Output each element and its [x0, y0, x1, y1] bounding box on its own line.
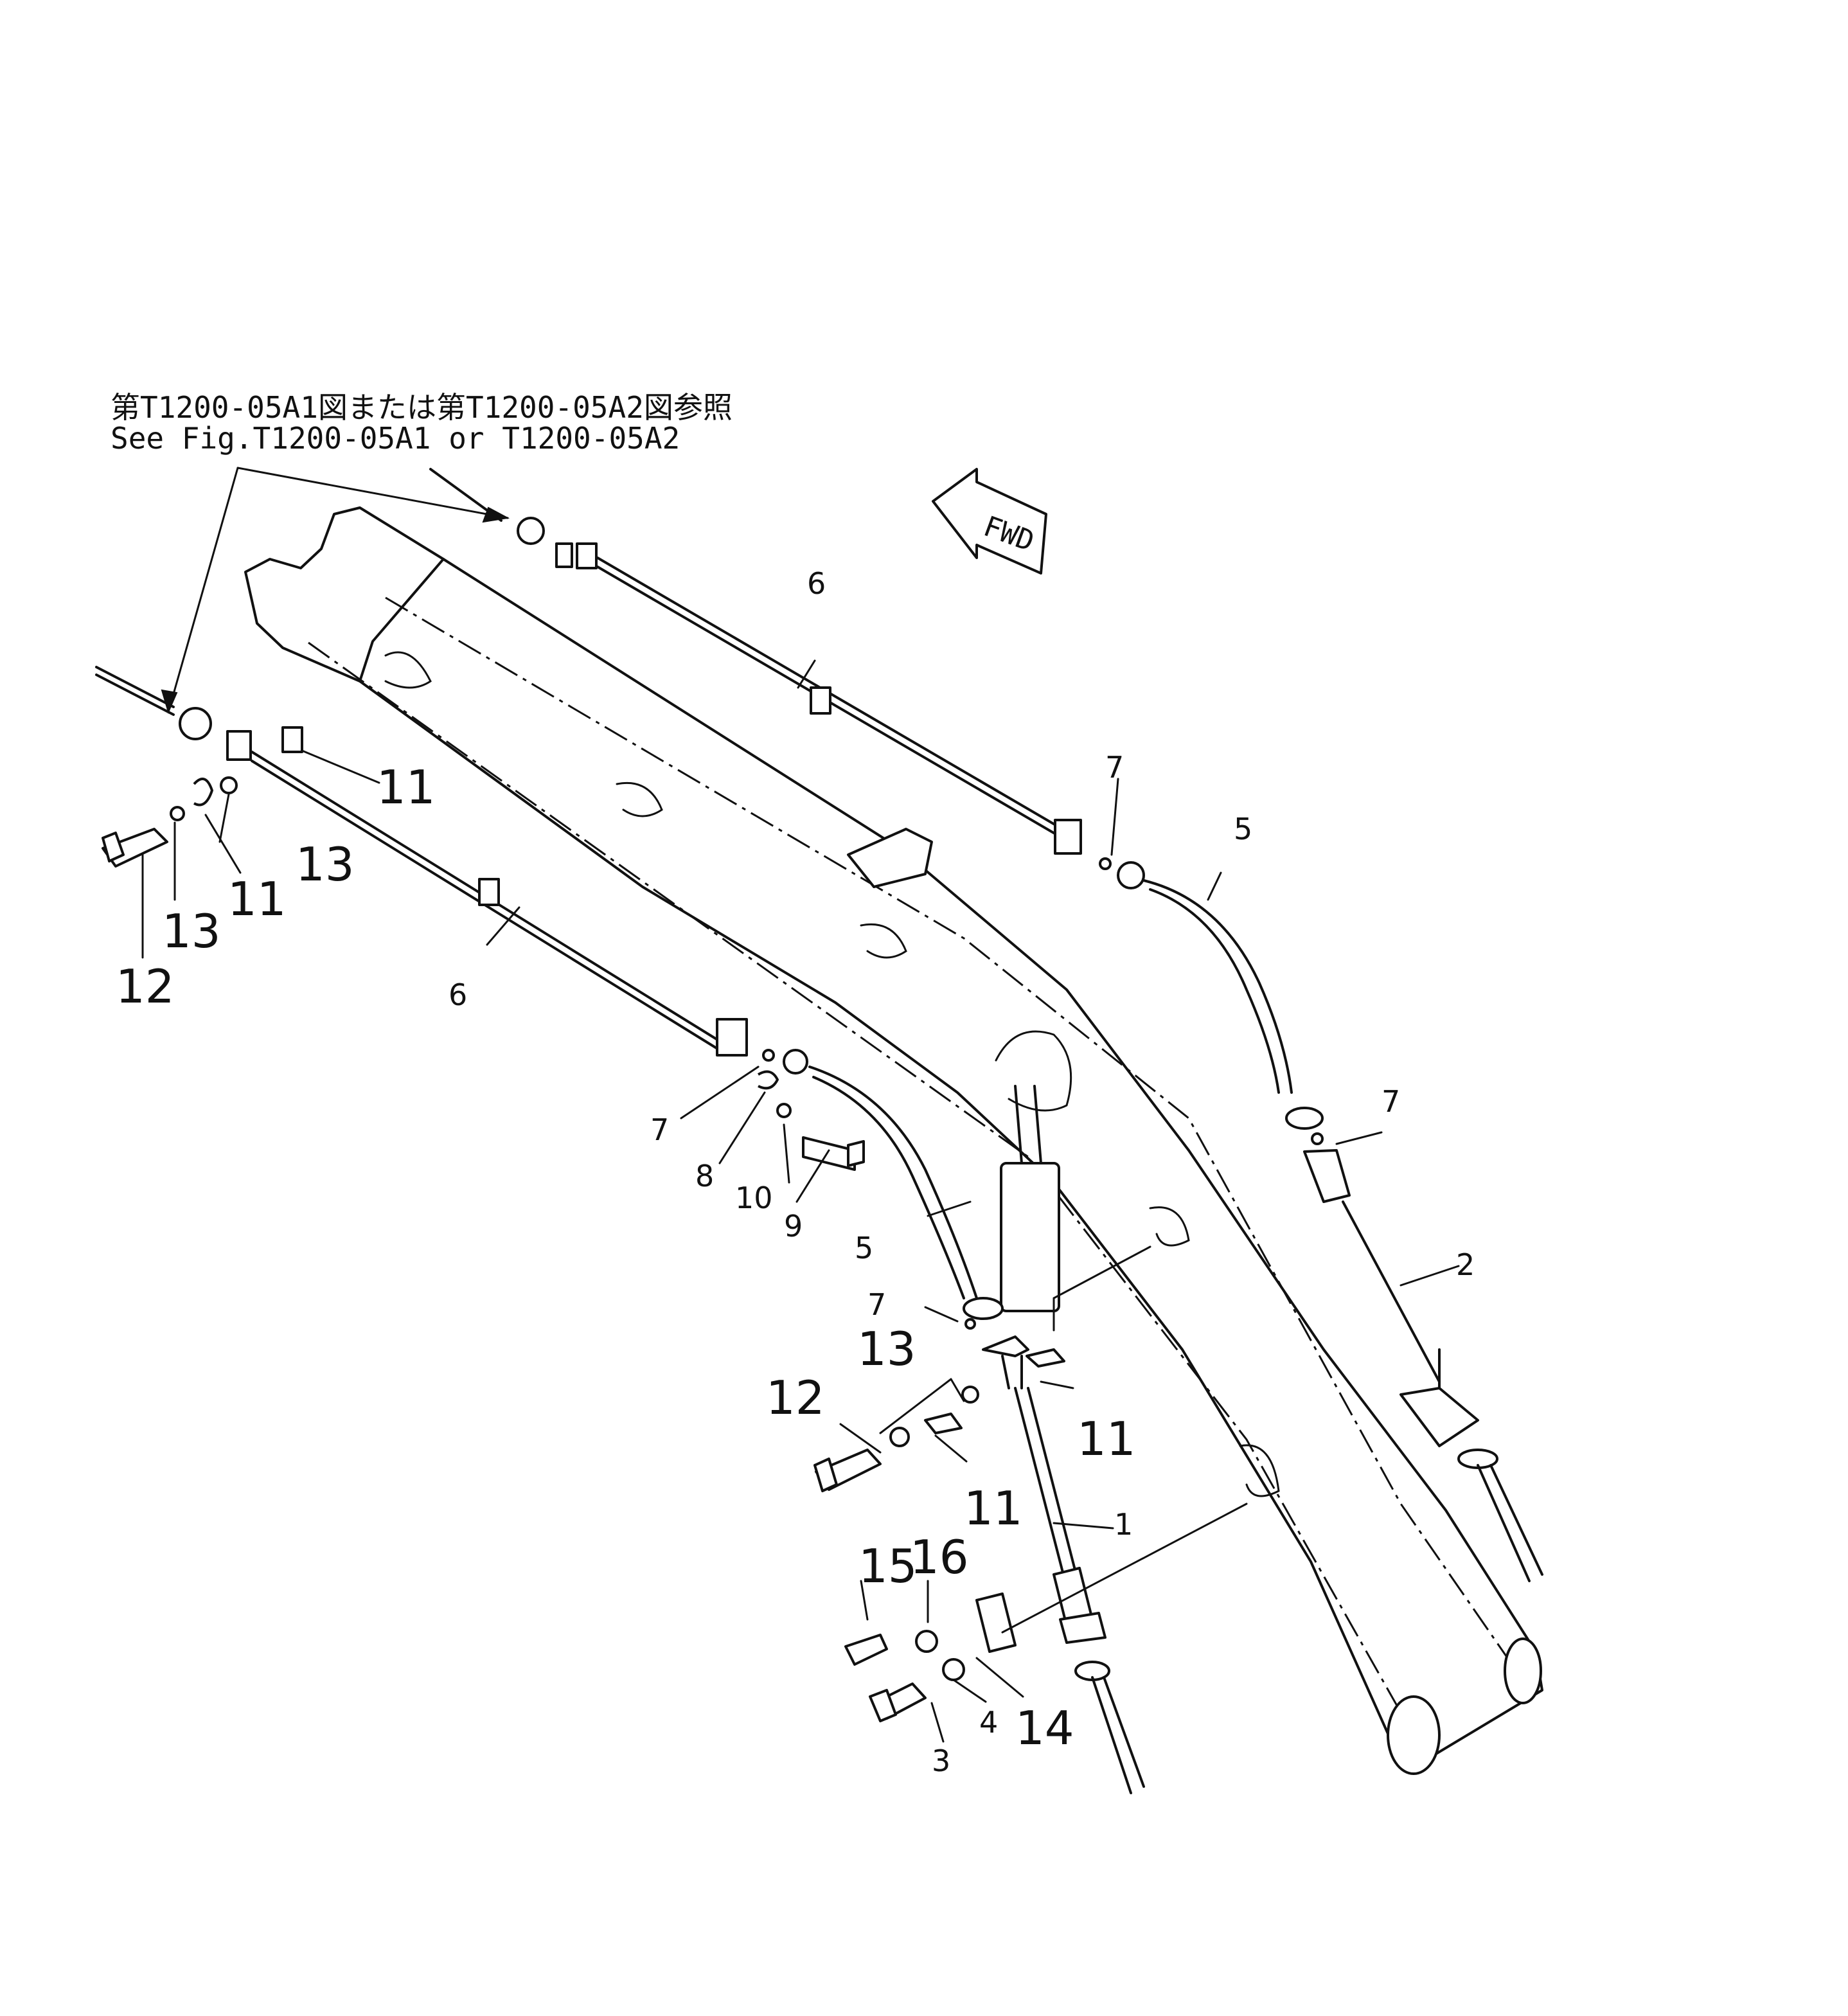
- callout-13-b: 13: [162, 904, 221, 958]
- lower-tube-assembly: [95, 666, 1004, 1330]
- callout-13-a: 13: [296, 837, 355, 891]
- callout-4: 4: [979, 1705, 998, 1740]
- reference-note-jp: 第T1200-05A1図または第T1200-05A2図参照: [111, 390, 733, 425]
- callout-6-upper: 6: [807, 566, 826, 601]
- callout-8: 8: [695, 1159, 714, 1193]
- callout-5-upper: 5: [1234, 812, 1252, 846]
- callout-3: 3: [932, 1744, 950, 1778]
- callout-11-b: 11: [227, 872, 287, 926]
- callout-12-b: 12: [766, 1371, 825, 1425]
- callout-11-a: 11: [377, 760, 436, 814]
- callout-leaders: [141, 659, 1460, 1743]
- callout-11-c: 11: [1077, 1412, 1136, 1466]
- cylinder-end-clamps: [813, 1245, 1248, 1794]
- callout-6-lower: 6: [449, 977, 467, 1012]
- callout-11-d: 11: [964, 1481, 1023, 1535]
- callout-7-c: 7: [650, 1112, 669, 1147]
- callouts: 1 2 3 4 5 5 6 6 7 7 7 7 8 9 10 11 11 11 …: [116, 566, 1475, 1778]
- callout-12-a: 12: [116, 959, 175, 1013]
- reference-note-en: See Fig.T1200-05A1 or T1200-05A2: [111, 421, 680, 456]
- callout-14: 14: [1015, 1701, 1074, 1755]
- callout-1: 1: [1114, 1507, 1133, 1542]
- callout-13-c: 13: [857, 1322, 916, 1376]
- callout-7-d: 7: [867, 1287, 886, 1322]
- callout-10: 10: [735, 1181, 773, 1215]
- bottom-hardware: [844, 1630, 965, 1722]
- callout-7-a: 7: [1105, 750, 1124, 785]
- callout-5-lower: 5: [855, 1231, 873, 1265]
- boom-cylinder: [995, 1030, 1072, 1312]
- boom-body: [244, 506, 1543, 1775]
- callout-2: 2: [1456, 1247, 1475, 1282]
- callout-16: 16: [910, 1530, 969, 1584]
- lower-clamp-hardware: [102, 776, 865, 1171]
- callout-7-b: 7: [1382, 1084, 1400, 1119]
- forward-arrow-icon: FWD: [932, 468, 1047, 575]
- callout-9: 9: [784, 1209, 803, 1244]
- callout-15: 15: [858, 1539, 918, 1593]
- upper-tube-assembly: [429, 468, 1543, 1582]
